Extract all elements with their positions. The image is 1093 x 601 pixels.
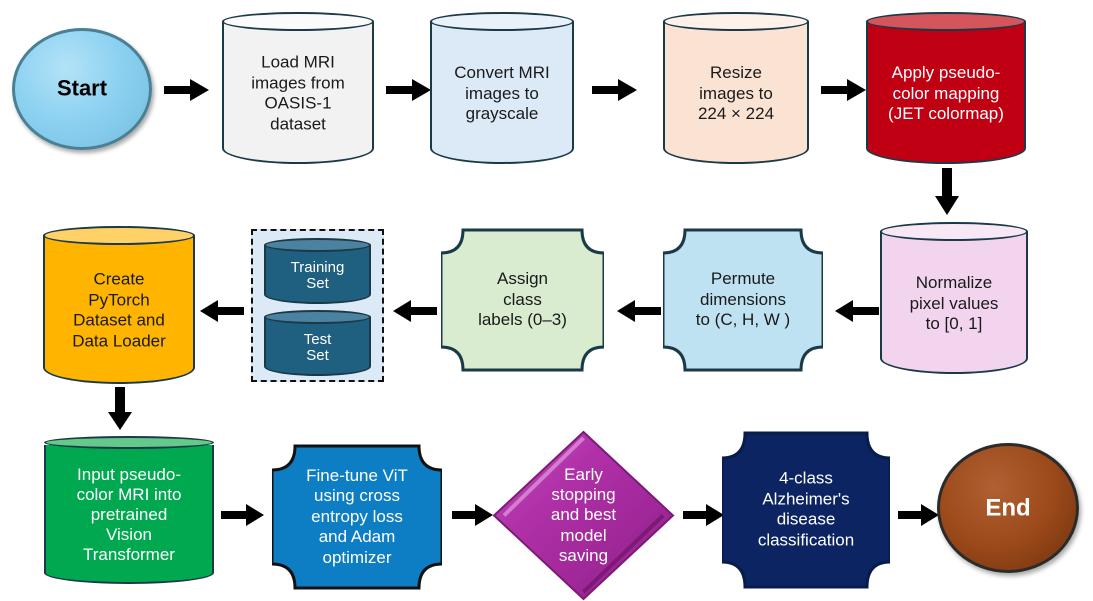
cylinder-top — [44, 436, 214, 449]
node-end-label: End — [985, 494, 1031, 522]
node-start-label: Start — [56, 75, 108, 101]
cylinder-top — [264, 310, 371, 324]
node-permute[interactable]: Permute dimensions to (C, H, W ) — [663, 227, 823, 373]
cylinder-top — [222, 12, 374, 31]
arrow-input-to-finetune — [221, 502, 265, 528]
arrow-pseudocolor-to-normalize — [934, 168, 960, 216]
node-classification[interactable]: 4-class Alzheimer's disease classificati… — [722, 430, 890, 590]
cylinder-body — [264, 317, 371, 376]
node-test-set[interactable]: Test Set — [264, 310, 371, 376]
arrow-split-to-pytorch — [200, 298, 244, 324]
node-assign-labels[interactable]: Assign class labels (0–3) — [441, 227, 604, 373]
cylinder-body — [663, 21, 809, 164]
arrow-earlystop-to-classify — [683, 502, 725, 528]
node-convert-grayscale[interactable]: Convert MRI images to grayscale — [430, 12, 574, 164]
cylinder-top — [880, 222, 1028, 241]
arrow-classify-to-end — [898, 502, 940, 528]
node-training-set[interactable]: Training Set — [264, 238, 371, 304]
arrow-pytorch-to-input — [107, 387, 133, 431]
concave-shape — [663, 228, 823, 372]
arrow-finetune-to-earlystop — [452, 502, 494, 528]
cylinder-top — [663, 12, 809, 31]
arrow-normalize-to-permute — [835, 298, 879, 324]
cylinder-top — [43, 226, 195, 245]
cylinder-body — [43, 235, 195, 384]
diamond-shape — [492, 430, 675, 601]
cylinder-body — [866, 21, 1026, 164]
concave-shape — [722, 431, 890, 589]
node-load-mri[interactable]: Load MRI images from OASIS-1 dataset — [222, 12, 374, 164]
cylinder-body — [222, 21, 374, 164]
cylinder-top — [264, 238, 371, 252]
node-start[interactable]: Start — [12, 28, 152, 150]
cylinder-body — [44, 445, 214, 584]
cylinder-top — [866, 12, 1026, 31]
cylinder-body — [430, 21, 574, 164]
node-early-stopping[interactable]: Early stopping and best model saving — [492, 430, 675, 601]
node-pseudocolor[interactable]: Apply pseudo- color mapping (JET colorma… — [866, 12, 1026, 164]
arrow-convert-to-resize — [592, 77, 638, 103]
node-finetune-vit[interactable]: Fine-tune ViT using cross entropy loss a… — [272, 443, 442, 591]
node-end[interactable]: End — [937, 443, 1079, 573]
arrow-permute-to-assign — [617, 298, 661, 324]
arrow-load-to-convert — [386, 77, 432, 103]
cylinder-top — [430, 12, 574, 31]
node-normalize[interactable]: Normalize pixel values to [0, 1] — [880, 222, 1028, 374]
arrow-resize-to-pseudocolor — [821, 77, 867, 103]
arrow-start-to-load — [164, 77, 210, 103]
concave-shape — [441, 228, 604, 372]
node-pytorch-dataset[interactable]: Create PyTorch Dataset and Data Loader — [43, 226, 195, 384]
concave-shape — [272, 444, 442, 590]
arrow-assign-to-split — [393, 298, 437, 324]
cylinder-body — [264, 245, 371, 304]
cylinder-body — [880, 231, 1028, 374]
node-resize[interactable]: Resize images to 224 × 224 — [663, 12, 809, 164]
node-input-vit[interactable]: Input pseudo- color MRI into pretrained … — [44, 436, 214, 584]
